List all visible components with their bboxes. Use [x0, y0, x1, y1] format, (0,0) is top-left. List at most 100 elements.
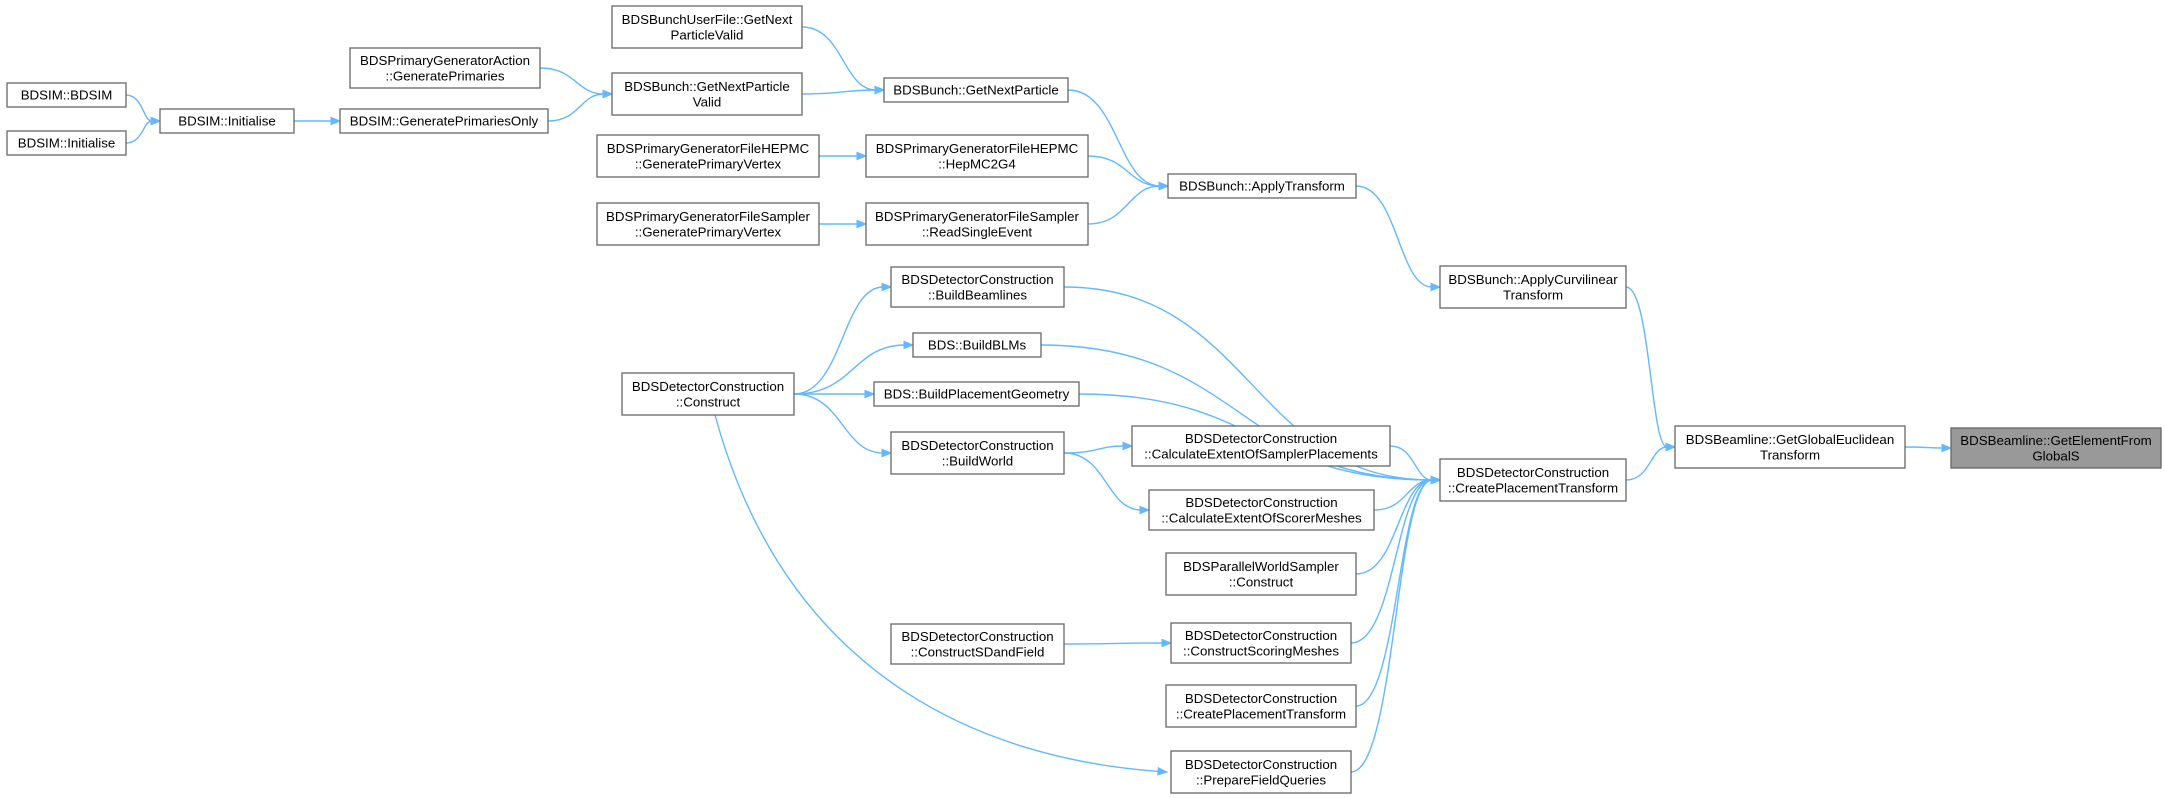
node-box[interactable] — [890, 431, 1065, 475]
node-box[interactable] — [611, 5, 803, 49]
node-box[interactable] — [1131, 425, 1391, 467]
node-buildWorld[interactable]: BDSDetectorConstruction::BuildWorld — [890, 431, 1065, 475]
edge-line — [1625, 286, 1668, 448]
edge-generatePrimariesOnly-to-getNextParticleValid — [547, 89, 614, 122]
node-label: ::Construct — [1229, 574, 1294, 589]
node-label: ::CalculateExtentOfSamplerPlacements — [1144, 446, 1378, 461]
edge-arrowhead — [881, 282, 893, 292]
edge-arrowhead — [874, 85, 886, 95]
node-box[interactable] — [349, 47, 541, 89]
node-label: BDSIM::Initialise — [18, 136, 116, 151]
node-readSingleEvent[interactable]: BDSPrimaryGeneratorFileSampler::ReadSing… — [865, 202, 1089, 246]
node-label: BDSBeamline::GetElementFrom — [1960, 433, 2151, 448]
node-bdsimCtor[interactable]: BDSIM::BDSIM — [6, 82, 127, 108]
node-generatePrimariesOnly[interactable]: BDSIM::GeneratePrimariesOnly — [339, 108, 549, 134]
node-box[interactable] — [6, 130, 127, 156]
node-box[interactable] — [1439, 265, 1627, 309]
edge-bdsimInitialise-to-generatePrimariesOnly — [293, 116, 342, 126]
node-label: BDS::BuildBLMs — [928, 338, 1027, 353]
node-label: GlobalS — [2032, 448, 2079, 463]
node-label: BDSBunch::GetNextParticle — [624, 79, 790, 94]
edge-arrowhead — [1665, 442, 1677, 452]
node-hepMC2G4[interactable]: BDSPrimaryGeneratorFileHEPMC::HepMC2G4 — [865, 134, 1089, 178]
node-box[interactable] — [611, 72, 803, 116]
node-box[interactable] — [912, 332, 1042, 358]
node-detConstruct[interactable]: BDSDetectorConstruction::Construct — [621, 372, 795, 416]
node-box[interactable] — [883, 77, 1069, 103]
node-box[interactable] — [1170, 622, 1352, 664]
node-box[interactable] — [596, 202, 820, 246]
node-box[interactable] — [890, 266, 1065, 308]
node-hepmcGenerateVertex[interactable]: BDSPrimaryGeneratorFileHEPMC::GeneratePr… — [596, 134, 820, 178]
node-prepareFieldQueries[interactable]: BDSDetectorConstruction::PrepareFieldQue… — [1170, 750, 1352, 794]
edge-line — [1355, 185, 1433, 288]
edge-arrowhead — [1158, 181, 1170, 191]
node-buildBeamlines[interactable]: BDSDetectorConstruction::BuildBeamlines — [890, 266, 1065, 308]
edge-line — [125, 120, 153, 144]
node-box[interactable] — [873, 381, 1080, 407]
node-box[interactable] — [1165, 552, 1357, 596]
node-bdsimInitialise[interactable]: BDSIM::Initialise — [159, 108, 295, 134]
edge-line — [793, 286, 884, 395]
node-generatePrimaries[interactable]: BDSPrimaryGeneratorAction::GeneratePrima… — [349, 47, 541, 89]
node-box[interactable] — [6, 82, 127, 108]
node-box[interactable] — [159, 108, 295, 134]
edge-getNextParticleValid-to-getNextParticle — [801, 85, 886, 95]
edge-detConstruct-to-buildPlacementGeometry — [794, 389, 876, 399]
node-box[interactable] — [1170, 750, 1352, 794]
node-buildPlacementGeometry[interactable]: BDS::BuildPlacementGeometry — [873, 381, 1080, 407]
node-box[interactable] — [1167, 173, 1357, 199]
edge-bdsimInitialise2-to-bdsimInitialise — [125, 116, 162, 144]
edge-line — [801, 26, 877, 91]
node-label: BDSDetectorConstruction — [1185, 628, 1337, 643]
node-calcExtentSampler[interactable]: BDSDetectorConstruction::CalculateExtent… — [1131, 425, 1391, 467]
node-label: BDSPrimaryGeneratorFileHEPMC — [607, 141, 810, 156]
node-label: BDS::BuildPlacementGeometry — [884, 387, 1070, 402]
node-box[interactable] — [1165, 684, 1357, 728]
node-label: BDSIM::GeneratePrimariesOnly — [350, 114, 539, 129]
node-samplerGenerateVertex[interactable]: BDSPrimaryGeneratorFileSampler::Generate… — [596, 202, 820, 246]
node-applyTransform[interactable]: BDSBunch::ApplyTransform — [1167, 173, 1357, 199]
node-label: ::GeneratePrimaries — [386, 68, 505, 83]
edge-line — [1063, 452, 1142, 511]
edge-arrowhead — [1122, 441, 1134, 451]
node-getNextParticle[interactable]: BDSBunch::GetNextParticle — [883, 77, 1069, 103]
edge-line — [793, 393, 884, 454]
edge-applyTransform-to-applyCurvilinearTransform — [1355, 185, 1442, 292]
node-createPlacementTransform2[interactable]: BDSDetectorConstruction::CreatePlacement… — [1165, 684, 1357, 728]
node-box[interactable] — [1439, 458, 1627, 502]
node-box[interactable] — [1674, 425, 1906, 469]
node-constructSDandField[interactable]: BDSDetectorConstruction::ConstructSDandF… — [890, 623, 1065, 665]
node-box[interactable] — [1148, 489, 1375, 531]
edge-detConstruct-to-buildBeamlines — [793, 282, 893, 395]
node-parallelWorldSamplerConstruct[interactable]: BDSParallelWorldSampler::Construct — [1165, 552, 1357, 596]
node-calcExtentScorer[interactable]: BDSDetectorConstruction::CalculateExtent… — [1148, 489, 1375, 531]
node-box[interactable] — [865, 134, 1089, 178]
node-box[interactable] — [865, 202, 1089, 246]
node-box[interactable] — [596, 134, 820, 178]
node-box[interactable] — [890, 623, 1065, 665]
edge-line — [1350, 479, 1433, 644]
node-label: BDSDetectorConstruction — [632, 379, 784, 394]
nodes-layer: BDSBeamline::GetElementFromGlobalSBDSBea… — [6, 5, 2162, 794]
edge-prepareFieldQueries-to-createPlacementTransform — [1350, 475, 1442, 773]
edge-line — [1063, 445, 1125, 454]
node-box[interactable] — [621, 372, 795, 416]
edge-line — [1350, 479, 1433, 773]
node-constructScoringMeshes[interactable]: BDSDetectorConstruction::ConstructScorin… — [1170, 622, 1352, 664]
node-label: ParticleValid — [671, 27, 744, 42]
node-box[interactable] — [1950, 427, 2162, 469]
node-buildBLMs[interactable]: BDS::BuildBLMs — [912, 332, 1042, 358]
node-createPlacementTransform[interactable]: BDSDetectorConstruction::CreatePlacement… — [1439, 458, 1627, 502]
node-bdsimInitialise2[interactable]: BDSIM::Initialise — [6, 130, 127, 156]
edge-constructSDandField-to-constructScoringMeshes — [1063, 638, 1173, 648]
edge-line — [1373, 479, 1433, 511]
node-box[interactable] — [339, 108, 549, 134]
node-label: ::GeneratePrimaryVertex — [635, 156, 782, 171]
